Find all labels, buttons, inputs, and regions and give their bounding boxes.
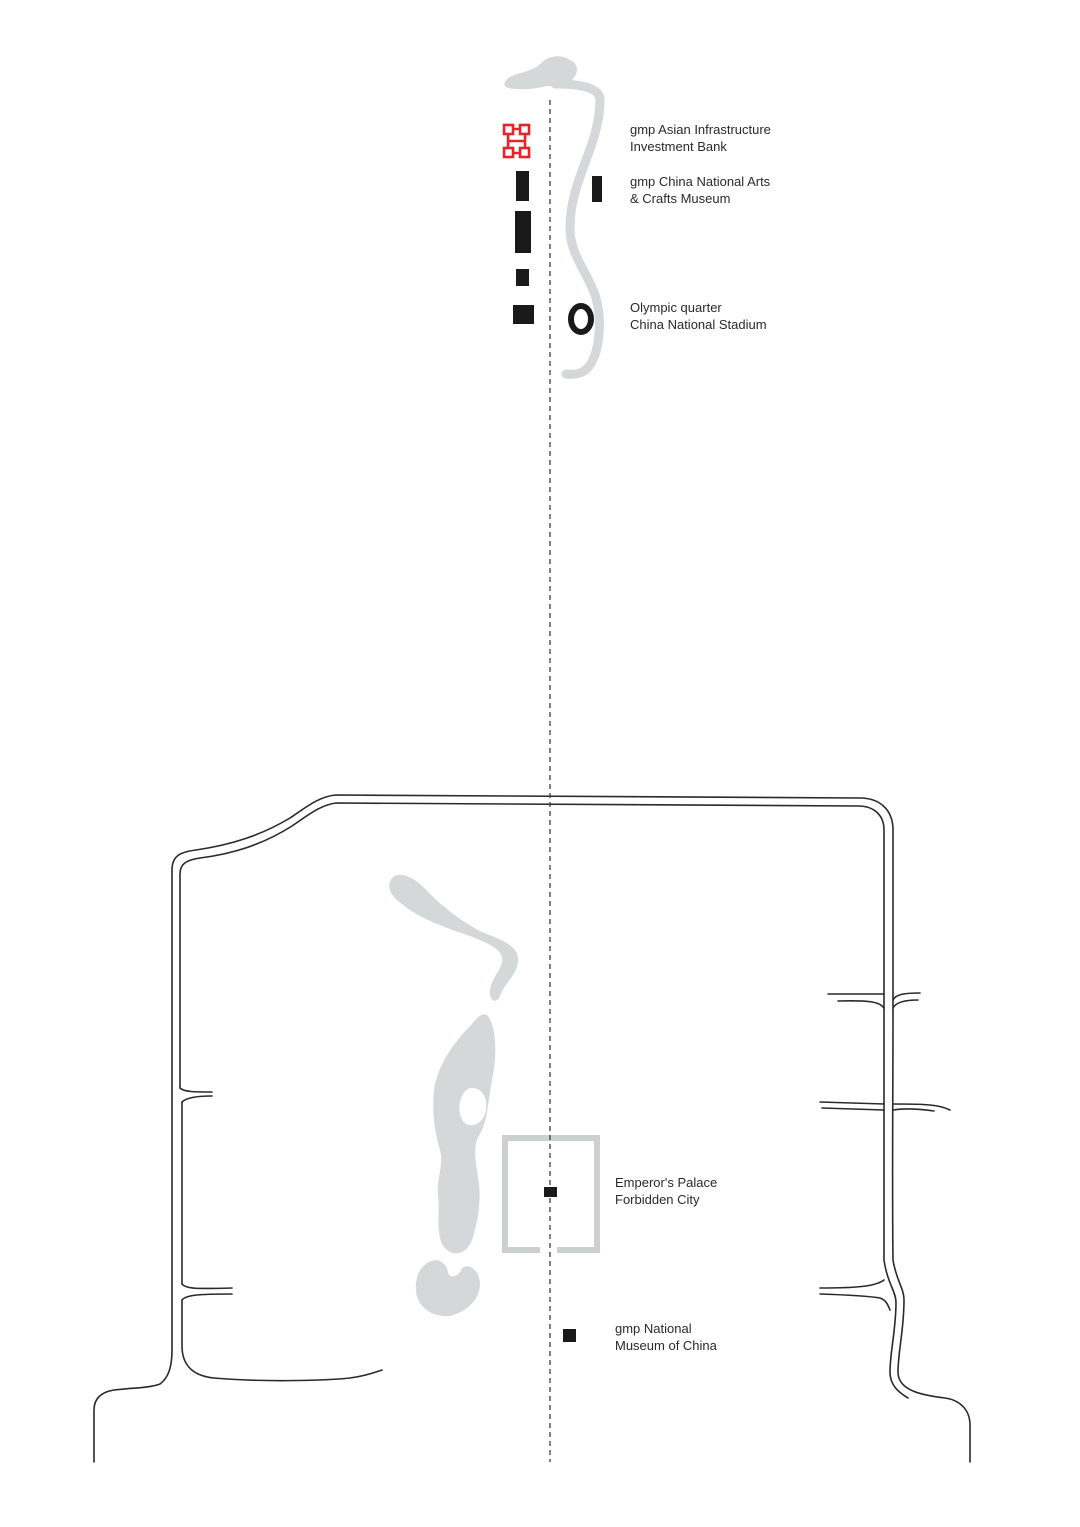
west-street-2-top <box>181 1283 233 1290</box>
label-aiib-line1: gmp Asian Infrastructure <box>630 122 771 137</box>
east-street-3-a <box>819 1279 885 1289</box>
central-lakes <box>389 874 519 1317</box>
ring-road-inner-west-lower <box>181 1299 383 1382</box>
shichahai-lake <box>389 874 519 1001</box>
west-street-1-bottom <box>181 1095 213 1103</box>
label-national-museum-line2: Museum of China <box>615 1338 717 1353</box>
axis-buildings <box>513 171 602 1342</box>
building-west-3 <box>516 269 529 286</box>
label-olympic: Olympic quarter China National Stadium <box>630 299 767 333</box>
west-street-2-bottom <box>181 1293 233 1301</box>
label-palace-line1: Emperor's Palace <box>615 1175 718 1190</box>
label-palace: Emperor's Palace Forbidden City <box>615 1174 717 1208</box>
east-street-1-d <box>892 999 919 1009</box>
label-arts-museum-line1: gmp China National Arts <box>630 174 771 189</box>
forbidden-city-marker <box>544 1187 557 1197</box>
label-olympic-line1: Olympic quarter <box>630 300 722 315</box>
aiib-block-br <box>518 146 531 159</box>
aiib-block-tl <box>502 123 515 136</box>
ring-road <box>93 794 971 1463</box>
east-street-2-d <box>892 1108 935 1112</box>
aiib-block-bl <box>502 146 515 159</box>
aiib-building-plan-icon <box>502 123 531 159</box>
label-olympic-line2: China National Stadium <box>630 317 767 332</box>
arts-crafts-museum-building <box>592 176 602 202</box>
national-museum-building <box>563 1329 576 1342</box>
forbidden-city-walls <box>502 1135 600 1253</box>
building-west-4 <box>513 305 534 324</box>
building-west-1 <box>516 171 529 201</box>
label-national-museum: gmp National Museum of China <box>615 1320 717 1354</box>
aiib-block-tr <box>518 123 531 136</box>
east-street-3-b <box>819 1293 891 1311</box>
cross-streets <box>179 992 951 1311</box>
label-national-museum-line1: gmp National <box>615 1321 692 1336</box>
olympic-lake <box>504 56 605 379</box>
ring-road-inner-line <box>179 802 909 1399</box>
west-street-1-top <box>179 1087 213 1093</box>
label-arts-museum-line2: & Crafts Museum <box>630 191 731 206</box>
beihai-zhongnanhai-lake <box>433 1014 496 1254</box>
south-lake <box>415 1260 480 1317</box>
label-aiib-line2: Investment Bank <box>630 139 727 154</box>
east-street-1-c <box>892 992 921 1001</box>
aiib-cross-frame <box>506 127 527 155</box>
olympic-river <box>550 79 605 379</box>
east-street-2-b <box>821 1107 885 1111</box>
palace-wall-outline <box>502 1135 600 1253</box>
label-aiib: gmp Asian Infrastructure Investment Bank <box>630 121 771 155</box>
east-street-1-b <box>837 999 885 1009</box>
label-arts-museum: gmp China National Arts & Crafts Museum <box>630 173 770 207</box>
label-palace-line2: Forbidden City <box>615 1192 700 1207</box>
east-street-2-c <box>892 1103 951 1111</box>
stadium-ring-icon <box>568 303 594 335</box>
ring-road-outer-line <box>93 794 971 1463</box>
building-west-2 <box>515 211 531 253</box>
east-street-2-a <box>819 1101 885 1105</box>
